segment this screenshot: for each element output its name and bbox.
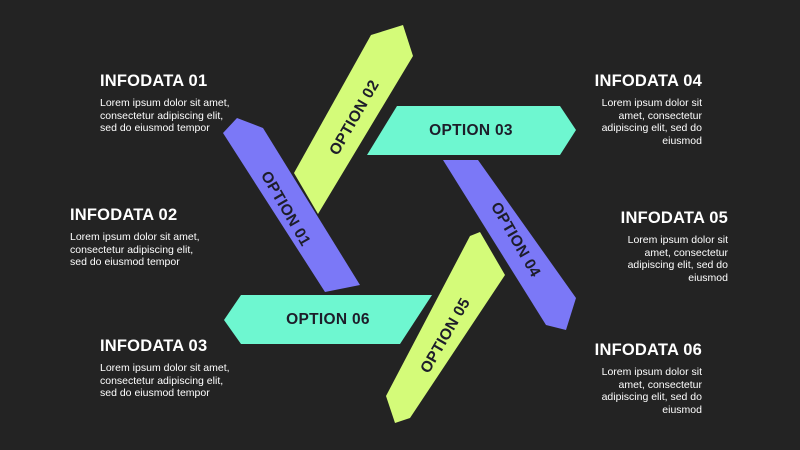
infodata-03-body: Lorem ipsum dolor sit amet, consectetur … xyxy=(100,362,230,400)
option-03-shape xyxy=(367,106,576,155)
option-05-shape xyxy=(386,232,505,423)
infodata-04-title: INFODATA 04 xyxy=(594,72,702,90)
infodata-02-title: INFODATA 02 xyxy=(70,206,178,224)
infodata-04-body: Lorem ipsum dolor sit amet, consectetur … xyxy=(601,97,702,147)
infodata-06-body: Lorem ipsum dolor sit amet, consectetur … xyxy=(601,366,702,416)
infodata-05: INFODATA 05 Lorem ipsum dolor sit amet, … xyxy=(540,208,728,284)
infodata-05-body: Lorem ipsum dolor sit amet, consectetur … xyxy=(627,234,728,284)
infodata-06-title: INFODATA 06 xyxy=(594,341,702,359)
infodata-03: INFODATA 03 Lorem ipsum dolor sit amet, … xyxy=(100,336,290,400)
infodata-02: INFODATA 02 Lorem ipsum dolor sit amet, … xyxy=(70,205,260,269)
option-06-label: OPTION 06 xyxy=(286,311,370,328)
option-02-shape xyxy=(294,25,413,214)
infodata-01-body: Lorem ipsum dolor sit amet, consectetur … xyxy=(100,97,230,135)
infodata-03-title: INFODATA 03 xyxy=(100,337,208,355)
infodata-04: INFODATA 04 Lorem ipsum dolor sit amet, … xyxy=(520,71,702,147)
option-03-arrow: OPTION 03 xyxy=(367,106,576,155)
option-06-arrow: OPTION 06 xyxy=(224,295,432,344)
option-03-label: OPTION 03 xyxy=(429,122,513,139)
option-04-shape xyxy=(443,160,576,330)
infodata-06: INFODATA 06 Lorem ipsum dolor sit amet, … xyxy=(520,340,702,416)
infodata-01-title: INFODATA 01 xyxy=(100,72,208,90)
infodata-01: INFODATA 01 Lorem ipsum dolor sit amet, … xyxy=(100,71,290,135)
option-06-shape xyxy=(224,295,432,344)
infodata-05-title: INFODATA 05 xyxy=(620,209,728,227)
infodata-02-body: Lorem ipsum dolor sit amet, consectetur … xyxy=(70,231,200,269)
option-01-shape xyxy=(223,118,360,292)
